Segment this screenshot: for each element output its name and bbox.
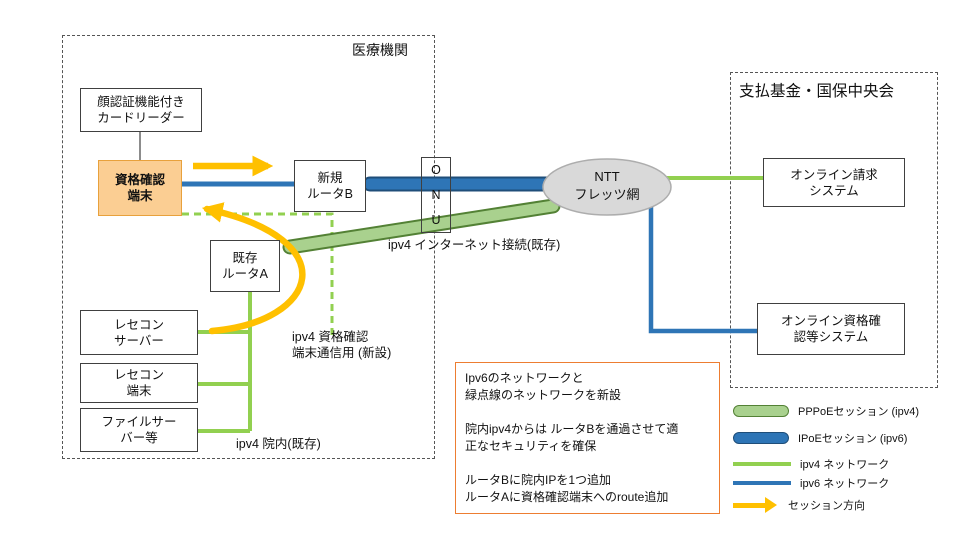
online-billing-box: オンライン請求 システム [763, 158, 905, 207]
card-reader-box: 顔認証機能付き カードリーダー [80, 88, 202, 132]
label-ipv4-innai: ipv4 院内(既存) [236, 437, 321, 451]
medical-institution-title: 医療機関 [352, 42, 408, 58]
legend-row-direction: セッション方向 [733, 496, 865, 514]
label-ipv4-shikaku: ipv4 資格確認 端末通信用 (新設) [292, 330, 392, 361]
qualification-terminal-box: 資格確認 端末 [98, 160, 182, 216]
rezekon-terminal-box: レセコン 端末 [80, 363, 198, 403]
legend-row-pppoe: PPPoEセッション (ipv4) [733, 402, 919, 420]
router-b-box: 新規 ルータB [294, 160, 366, 212]
session-direction-arrow-icon [733, 497, 777, 513]
payer-title: 支払基金・国保中央会 [739, 83, 895, 100]
legend-label-ipoe: IPoEセッション (ipv6) [798, 433, 908, 445]
note-box: Ipv6のネットワークと 緑点線のネットワークを新設 院内ipv4からは ルータ… [455, 362, 720, 515]
onu-box: O N U [421, 157, 451, 233]
rezekon-server-box: レセコン サーバー [80, 310, 198, 355]
ipv6-line-swatch [733, 481, 791, 485]
legend-label-pppoe: PPPoEセッション (ipv4) [798, 406, 920, 418]
legend-row-ipv6: ipv6 ネットワーク [733, 474, 889, 492]
legend-label-direction: セッション方向 [788, 500, 865, 512]
online-qualification-box: オンライン資格確 認等システム [757, 303, 905, 355]
ipoe-swatch [733, 432, 789, 444]
legend-label-ipv4: ipv4 ネットワーク [800, 459, 890, 471]
legend-label-ipv6: ipv6 ネットワーク [800, 478, 890, 490]
label-ipv4-internet: ipv4 インターネット接続(既存) [388, 238, 561, 252]
pppoe-swatch [733, 405, 789, 417]
legend-row-ipoe: IPoEセッション (ipv6) [733, 429, 907, 447]
router-a-box: 既存 ルータA [210, 240, 280, 292]
ipv4-line-swatch [733, 462, 791, 466]
ntt-cloud-label: NTT フレッツ網 [574, 169, 640, 202]
file-server-box: ファイルサー バー等 [80, 408, 198, 452]
legend-row-ipv4: ipv4 ネットワーク [733, 455, 889, 473]
